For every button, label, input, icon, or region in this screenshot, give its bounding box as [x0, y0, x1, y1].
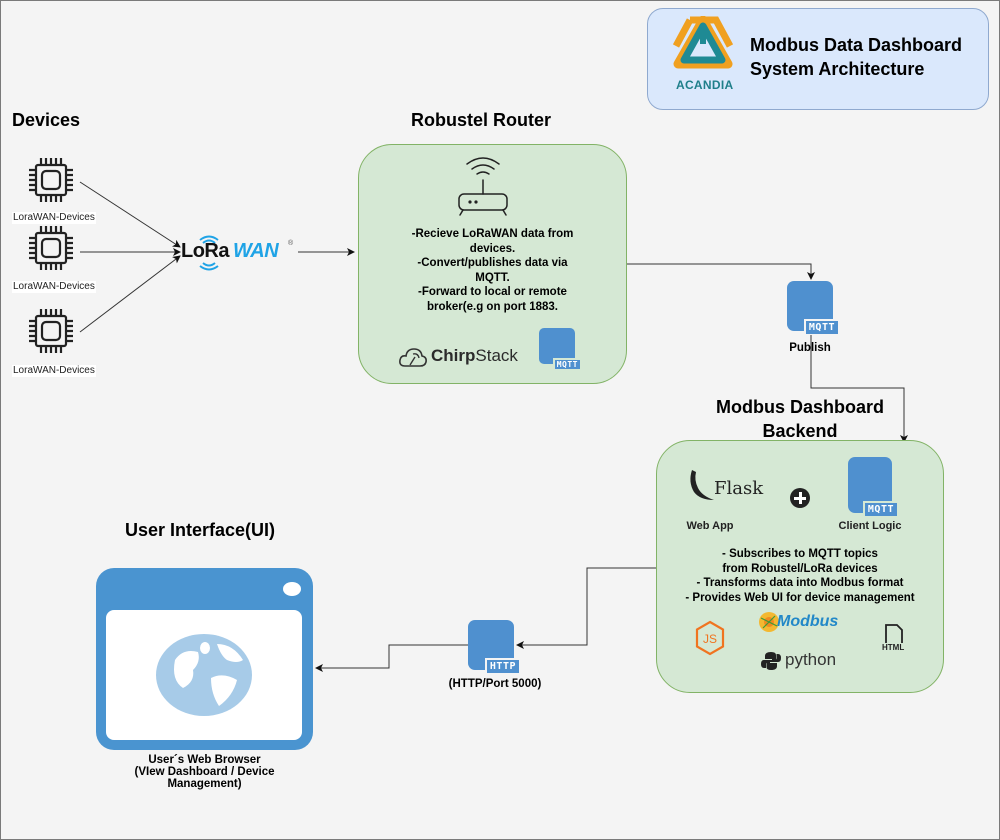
- acandia-logo-label: ACANDIA: [676, 78, 734, 92]
- router-icon: [458, 157, 508, 216]
- plus-icon: [790, 488, 810, 508]
- mqtt-tag: MQTT: [862, 501, 897, 516]
- title-line-2: System Architecture: [750, 59, 925, 79]
- web-app-label: Web App: [686, 520, 734, 532]
- lorawan-logo: LoRa WAN ®: [181, 235, 297, 271]
- devices-title: Devices: [12, 110, 81, 130]
- mqtt-tag: MQTT: [803, 319, 838, 334]
- chip-icon: [29, 158, 73, 202]
- http-tag: HTTP: [484, 658, 519, 673]
- backend-description: - Subscribes to MQTT topics from Robuste…: [666, 547, 934, 605]
- lorawan-text-lora: LoRa: [181, 240, 230, 262]
- http-port-label: (HTTP/Port 5000): [448, 678, 542, 690]
- backend-title: Modbus Dashboard Backend: [695, 395, 905, 443]
- nodejs-text: JS: [703, 632, 717, 646]
- chirpstack-rest: Stack: [475, 346, 518, 365]
- router-line: devices.: [469, 242, 516, 255]
- flask-horn-icon: [690, 470, 714, 500]
- ui-title: User Interface(UI): [124, 520, 276, 540]
- globe-icon: [156, 634, 252, 716]
- modbus-logo-text: Modbus: [777, 613, 839, 630]
- device-label: LoraWAN-Devices: [12, 281, 96, 293]
- publish-label: Publish: [789, 342, 831, 354]
- router-line: -Convert/publishes data via: [417, 257, 568, 269]
- html-file-icon: [885, 624, 903, 643]
- backend-line: - Transforms data into Modbus format: [696, 577, 904, 589]
- chirpstack-cloud-icon: [399, 348, 427, 367]
- router-line: broker(e.g on port 1883.: [426, 300, 558, 313]
- backend-title-line-2: Backend: [762, 421, 838, 441]
- router-line: MQTT.: [475, 271, 510, 284]
- router-mqtt-icon: MQTT: [539, 328, 580, 369]
- browser-window-icon: [96, 568, 313, 750]
- browser-caption-line-2: (VIew Dashboard / Device Management): [134, 766, 275, 790]
- router-description: -Recieve LoRaWAN data from devices. -Con…: [368, 227, 617, 314]
- device-label: LoraWAN-Devices: [12, 212, 96, 224]
- router-line: -Forward to local or remote: [418, 286, 567, 298]
- python-logo-icon: [761, 652, 781, 670]
- device-label: LoraWAN-Devices: [12, 365, 96, 377]
- router-title: Robustel Router: [410, 110, 551, 130]
- backend-title-line-1: Modbus Dashboard: [715, 397, 884, 417]
- html-file-label: HTML: [882, 643, 905, 652]
- acandia-logo-icon: [672, 16, 734, 69]
- browser-caption: User´s Web Browser (VIew Dashboard / Dev…: [96, 754, 313, 790]
- flask-logo-text: Flask: [714, 478, 764, 499]
- chirpstack-logo: ChirpStack: [431, 346, 518, 366]
- backend-line: - Subscribes to MQTT topics: [722, 548, 878, 560]
- lorawan-reg-mark: ®: [288, 240, 294, 247]
- browser-button-dot: [283, 582, 301, 596]
- nodejs-icon: JS: [695, 620, 725, 656]
- backend-line: - Provides Web UI for device management: [685, 591, 915, 604]
- browser-caption-line-1: User´s Web Browser: [148, 754, 261, 766]
- chip-icon: [29, 226, 73, 270]
- diagram-title: Modbus Data Dashboard System Architectur…: [750, 33, 962, 81]
- client-mqtt-icon: MQTT: [848, 457, 897, 516]
- router-line: -Recieve LoRaWAN data from: [411, 228, 574, 240]
- mqtt-tag: MQTT: [552, 358, 580, 369]
- backend-line: from Robustel/LoRa devices: [722, 562, 878, 575]
- title-line-1: Modbus Data Dashboard: [750, 35, 963, 55]
- http-icon: HTTP: [468, 620, 519, 673]
- router-box: [358, 144, 627, 384]
- client-logic-label: Client Logic: [838, 520, 902, 532]
- python-logo-text: python: [785, 650, 837, 669]
- lorawan-signal-icon: [199, 235, 219, 271]
- publish-mqtt-icon: MQTT: [787, 281, 838, 334]
- lorawan-text-wan: WAN: [233, 240, 279, 262]
- chip-icon: [29, 309, 73, 353]
- chirpstack-bold: Chirp: [431, 346, 476, 365]
- modbus-logo-icon: [759, 612, 779, 632]
